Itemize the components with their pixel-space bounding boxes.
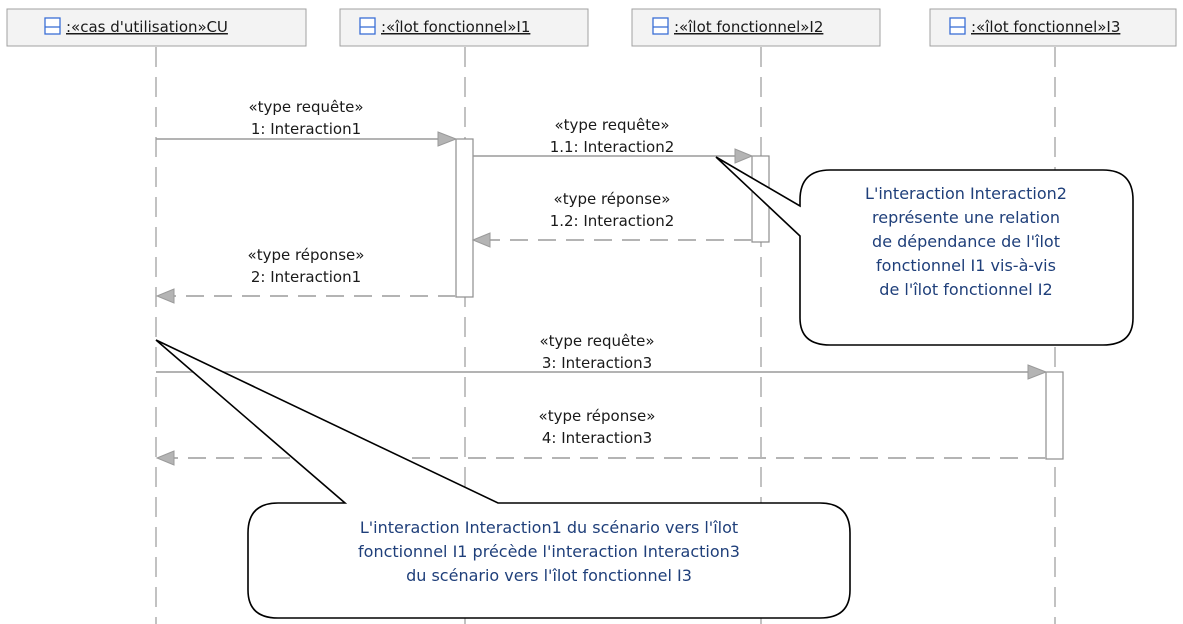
- arrowhead: [734, 148, 754, 164]
- message-label: 1: Interaction1: [251, 120, 361, 138]
- message-stereotype: «type réponse»: [554, 190, 671, 208]
- header-box: [339, 8, 589, 47]
- header-box: [929, 8, 1177, 47]
- message-4[interactable]: «type réponse» 4: Interaction3: [155, 407, 1046, 466]
- class-icon: [652, 17, 669, 35]
- message-stereotype: «type requête»: [248, 98, 363, 116]
- message-1-2[interactable]: «type réponse» 1.2: Interaction2: [471, 190, 752, 248]
- message-label: 3: Interaction3: [542, 354, 652, 372]
- lifeline-label: :«îlot fonctionnel»I3: [971, 18, 1120, 36]
- note-interaction1[interactable]: L'interaction Interaction1 du scénario v…: [155, 339, 851, 619]
- note-line: L'interaction Interaction1 du scénario v…: [360, 518, 738, 537]
- arrowhead: [155, 450, 175, 466]
- arrowhead: [1027, 364, 1048, 380]
- lifeline-header-cu[interactable]: :«cas d'utilisation»CU: [6, 8, 307, 47]
- message-1-1[interactable]: «type requête» 1.1: Interaction2: [473, 116, 754, 164]
- lifeline-header-i1[interactable]: :«îlot fonctionnel»I1: [339, 8, 589, 47]
- message-stereotype: «type réponse»: [248, 246, 365, 264]
- message-stereotype: «type requête»: [554, 116, 669, 134]
- note-interaction2[interactable]: L'interaction Interaction2 représente un…: [715, 156, 1134, 346]
- lifeline-label: :«îlot fonctionnel»I1: [381, 18, 530, 36]
- callout-shape: [155, 339, 851, 619]
- arrowhead: [437, 131, 458, 147]
- header-box: [631, 8, 881, 47]
- activation-bar-i1: [455, 138, 474, 298]
- message-label: 4: Interaction3: [542, 429, 652, 447]
- lifeline-header-i2[interactable]: :«îlot fonctionnel»I2: [631, 8, 881, 47]
- note-line: de dépendance de l'îlot: [872, 232, 1060, 251]
- lifeline-label: :«îlot fonctionnel»I2: [674, 18, 823, 36]
- note-line: L'interaction Interaction2: [865, 184, 1067, 203]
- message-3[interactable]: «type requête» 3: Interaction3: [156, 332, 1048, 380]
- callout-shape: [715, 156, 1134, 346]
- lifeline-header-i3[interactable]: :«îlot fonctionnel»I3: [929, 8, 1177, 47]
- note-line: fonctionnel I1 précède l'interaction Int…: [358, 542, 740, 561]
- note-line: fonctionnel I1 vis-à-vis: [876, 256, 1056, 275]
- message-stereotype: «type réponse»: [539, 407, 656, 425]
- class-icon: [359, 17, 376, 35]
- note-line: du scénario vers l'îlot fonctionnel I3: [406, 566, 692, 585]
- arrowhead: [155, 288, 175, 304]
- class-icon: [44, 17, 61, 35]
- arrowhead: [471, 232, 491, 248]
- activation-bar-i3: [1045, 371, 1064, 460]
- message-1[interactable]: «type requête» 1: Interaction1: [156, 98, 458, 147]
- message-label: 1.1: Interaction2: [550, 138, 675, 156]
- message-2[interactable]: «type réponse» 2: Interaction1: [155, 246, 456, 304]
- message-stereotype: «type requête»: [539, 332, 654, 350]
- message-label: 1.2: Interaction2: [550, 212, 675, 230]
- lifeline-label: :«cas d'utilisation»CU: [66, 18, 228, 36]
- class-icon: [949, 17, 966, 35]
- note-line: de l'îlot fonctionnel I2: [879, 280, 1052, 299]
- note-line: représente une relation: [872, 208, 1060, 227]
- message-label: 2: Interaction1: [251, 268, 361, 286]
